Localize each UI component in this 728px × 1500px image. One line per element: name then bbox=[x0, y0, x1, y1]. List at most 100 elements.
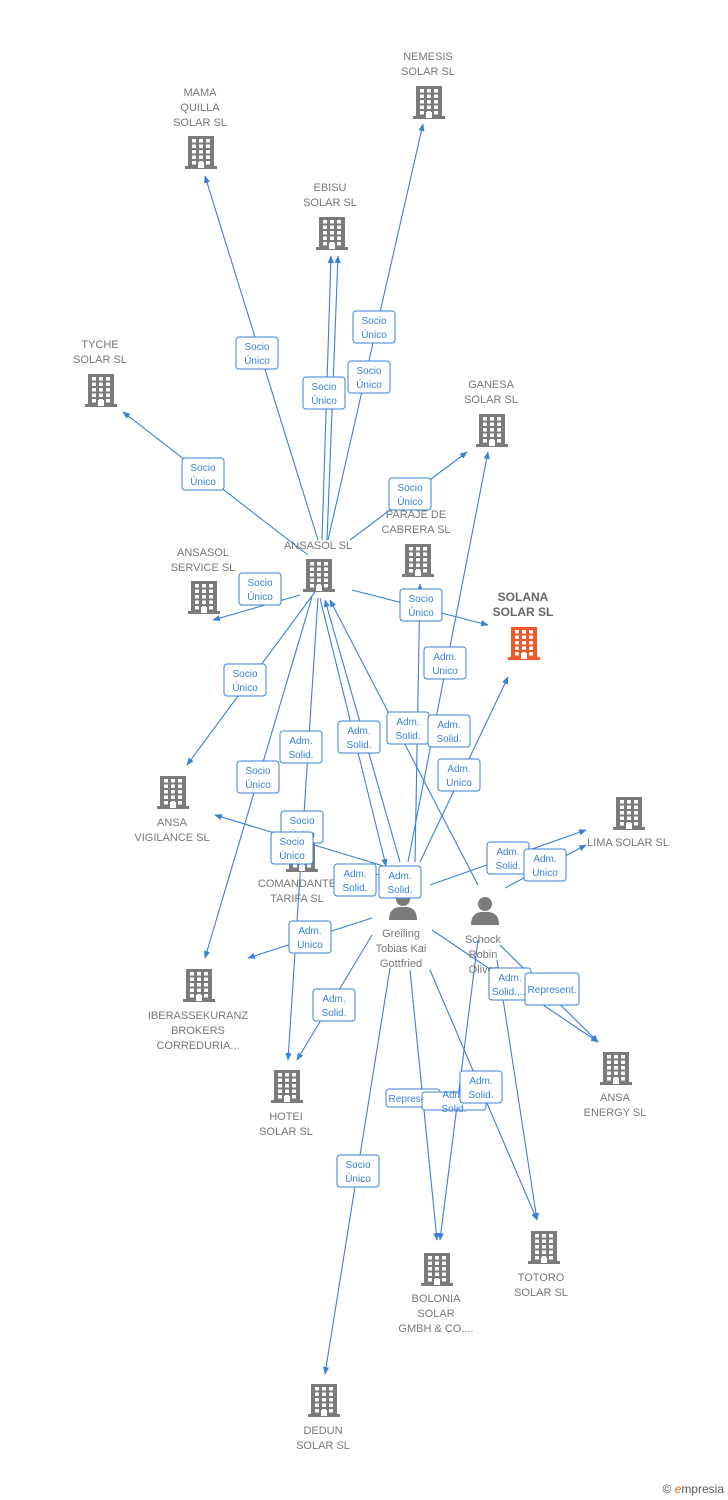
relation-label-text: Solid. bbox=[387, 885, 412, 896]
relation-label-text: Adm. bbox=[388, 871, 411, 882]
node-label: ANSASOL SL bbox=[284, 540, 352, 552]
relation-label-text: Adm. bbox=[343, 869, 366, 880]
relation-label[interactable]: Adm. Solid. bbox=[279, 730, 323, 764]
node-label: BOLONIA bbox=[412, 1293, 462, 1305]
node-label: ANSASOL bbox=[177, 547, 229, 559]
relation-label-text: Solid. bbox=[342, 883, 367, 894]
node-label: CORREDURIA... bbox=[156, 1040, 239, 1052]
relation-label-text: Único bbox=[397, 495, 423, 508]
relation-label[interactable]: Adm.Solid. bbox=[312, 988, 356, 1022]
relation-label-text: Unico bbox=[432, 666, 458, 677]
relation-label[interactable]: Adm. Unico bbox=[523, 848, 567, 882]
building-icon bbox=[157, 776, 189, 809]
building-icon bbox=[188, 581, 220, 614]
relation-edge bbox=[437, 939, 479, 1241]
relation-label-text: Represent. bbox=[528, 985, 577, 996]
relation-label[interactable]: Adm. Solid. bbox=[333, 863, 377, 897]
relation-label-text: Adm. bbox=[433, 652, 456, 663]
building-icon bbox=[85, 374, 117, 407]
node-iberassekuranz[interactable]: IBERASSEKURANZBROKERSCORREDURIA... bbox=[148, 969, 249, 1052]
relation-label-text: Adm. bbox=[533, 854, 556, 865]
relation-label[interactable]: Adm. Solid. bbox=[386, 711, 430, 745]
building-icon bbox=[413, 86, 445, 119]
node-label: SOLAR SL bbox=[493, 605, 554, 619]
relation-label-text: Solid.,... bbox=[492, 987, 528, 998]
node-mama[interactable]: MAMA QUILLA SOLAR SL bbox=[173, 87, 227, 169]
node-label: TYCHE bbox=[81, 339, 118, 351]
node-label: SOLAR SL bbox=[173, 117, 227, 129]
relation-label-text: Único bbox=[245, 778, 271, 791]
building-icon bbox=[308, 1384, 340, 1417]
node-label: Gottfried bbox=[380, 958, 422, 970]
node-label: MAMA bbox=[184, 87, 218, 99]
relation-label-text: Unico bbox=[532, 868, 558, 879]
relation-label[interactable]: Represent. bbox=[524, 972, 580, 1006]
relation-label[interactable]: Adm.Unico bbox=[288, 920, 332, 954]
node-label: QUILLA bbox=[180, 102, 220, 114]
relation-label[interactable]: Adm. Solid. bbox=[378, 865, 422, 899]
relation-label-text: Solid. bbox=[288, 750, 313, 761]
relation-edge bbox=[212, 594, 301, 622]
relation-label[interactable]: Adm. Unico bbox=[423, 646, 467, 680]
relation-label-text: Socio bbox=[397, 483, 422, 494]
relation-label[interactable]: Adm.Unico bbox=[437, 758, 481, 792]
relation-label[interactable]: Adm.Solid. bbox=[337, 720, 381, 754]
relation-label-text: Solid. bbox=[395, 731, 420, 742]
node-label: TARIFA SL bbox=[270, 893, 324, 905]
relation-label[interactable]: Adm.Solid. bbox=[427, 714, 471, 748]
node-lima[interactable]: LIMA SOLAR SL bbox=[587, 797, 669, 849]
relation-label-text: Adm. bbox=[496, 847, 519, 858]
node-label: SOLAR SL bbox=[464, 394, 518, 406]
relation-label-text: Socio bbox=[244, 342, 269, 353]
node-ansasol[interactable]: ANSASOL SL bbox=[284, 540, 352, 592]
relation-label-text: Adm. bbox=[469, 1076, 492, 1087]
node-label: Schock bbox=[465, 934, 502, 946]
node-label: HOTEI bbox=[269, 1111, 303, 1123]
node-label: DEDUN bbox=[303, 1425, 342, 1437]
relation-label-text: Único bbox=[244, 354, 270, 367]
building-icon bbox=[183, 969, 215, 1002]
relation-label-text: Adm. bbox=[289, 736, 312, 747]
relation-label[interactable]: Adm.Solid. bbox=[486, 841, 530, 875]
node-label: IBERASSEKURANZ bbox=[148, 1010, 249, 1022]
relation-label[interactable]: Adm.Solid. bbox=[459, 1070, 503, 1104]
relation-label-text: Único bbox=[408, 606, 434, 619]
relation-label-text: Represent. bbox=[389, 1094, 438, 1105]
relation-label-text: Solid. bbox=[441, 1104, 466, 1115]
brand-footer[interactable]: © empresia bbox=[662, 1482, 724, 1496]
copyright-icon: © bbox=[662, 1482, 672, 1496]
relation-label-text: Adm. bbox=[447, 764, 470, 775]
relation-label-text: Socio bbox=[232, 669, 257, 680]
relation-label-text: Único bbox=[361, 328, 387, 341]
node-label: LIMA SOLAR SL bbox=[587, 837, 669, 849]
relation-label-text: Adm. bbox=[298, 926, 321, 937]
relation-label-text: Adm. bbox=[396, 717, 419, 728]
